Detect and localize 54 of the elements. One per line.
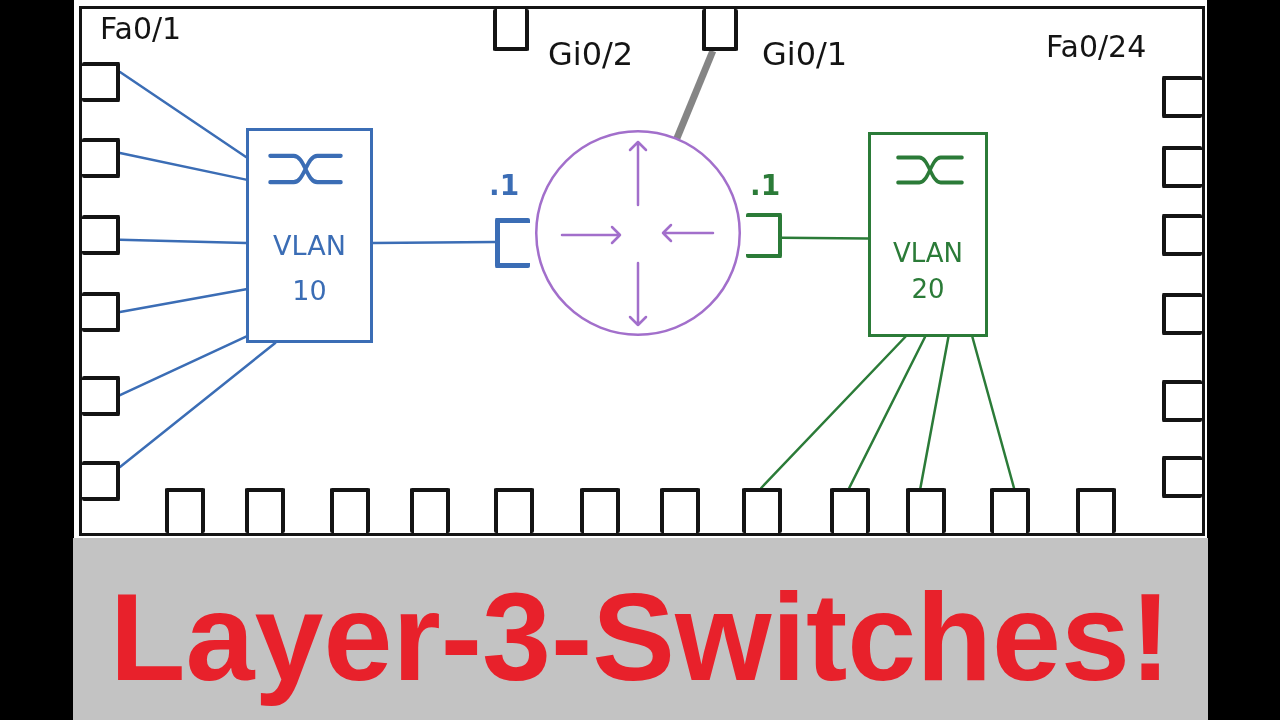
connection-line — [673, 49, 717, 140]
interface-bracket — [746, 213, 782, 258]
connection-line — [759, 335, 907, 490]
switch-port — [1162, 214, 1202, 256]
switch-port — [580, 488, 620, 533]
connection-line — [118, 335, 248, 397]
vlan-label: VLAN 20 — [892, 237, 964, 306]
connection-line — [118, 70, 248, 159]
vlan-box — [246, 128, 373, 343]
switch-port — [1162, 76, 1202, 118]
connection-line — [118, 341, 277, 469]
switch-port — [82, 215, 120, 255]
router-circle — [535, 130, 741, 336]
port-label: Gi0/1 — [762, 36, 848, 72]
switch-port — [82, 376, 120, 416]
switch-port — [82, 138, 120, 178]
ip-address-label: .1 — [489, 170, 520, 202]
switch-port — [1076, 488, 1116, 533]
switch-port — [245, 488, 285, 533]
connection-line — [118, 151, 248, 181]
port-label: Fa0/24 — [1046, 30, 1147, 64]
switch-port — [1162, 380, 1202, 422]
switch-port — [82, 62, 120, 102]
connection-line — [118, 238, 248, 245]
connection-line — [780, 236, 870, 240]
switch-port — [990, 488, 1030, 533]
switch-port — [1162, 456, 1202, 498]
switch-port — [493, 9, 529, 51]
vlan-label: VLAN 10 — [273, 229, 346, 308]
switch-port — [165, 488, 205, 533]
switch-port — [1162, 146, 1202, 188]
switch-chassis — [79, 6, 1205, 536]
switch-port — [702, 9, 738, 51]
switch-port — [82, 292, 120, 332]
title: Layer-3-Switches! — [109, 567, 1172, 707]
connection-line — [847, 335, 927, 490]
port-label: Gi0/2 — [548, 36, 634, 72]
connection-line — [919, 335, 950, 490]
connection-line — [118, 288, 248, 314]
ip-address-label: .1 — [750, 170, 781, 202]
switch-port — [494, 488, 534, 533]
switch-port — [906, 488, 946, 533]
switch-port — [742, 488, 782, 533]
switch-port — [82, 461, 120, 501]
switch-port — [330, 488, 370, 533]
port-label: Fa0/1 — [100, 12, 182, 46]
connection-line — [971, 335, 1016, 490]
vlan-box — [868, 132, 988, 337]
interface-bracket — [495, 218, 530, 268]
switch-port — [830, 488, 870, 533]
switch-port — [1162, 293, 1202, 335]
switch-port — [410, 488, 450, 533]
switch-port — [660, 488, 700, 533]
connection-line — [371, 240, 497, 245]
